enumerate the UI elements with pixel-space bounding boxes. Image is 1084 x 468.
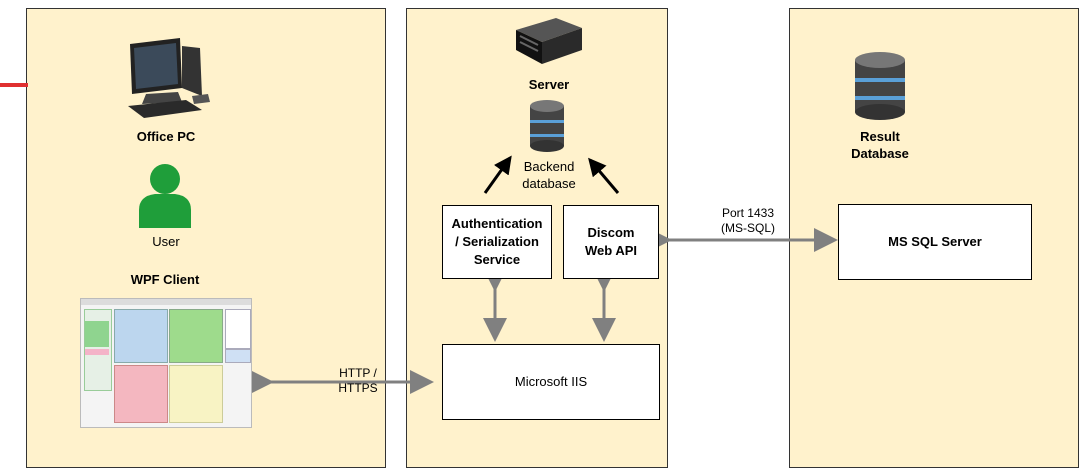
discom-api-box[interactable]: Discom Web API [563,205,659,279]
auth-service-label: Authentication / Serialization Service [451,216,543,267]
office-pc-label: Office PC [136,129,196,144]
auth-db-arrow [483,155,512,194]
result-db-label: Result Database [851,129,909,161]
http-label: HTTP / HTTPS [338,366,378,395]
database-icon [855,52,905,120]
backend-db-label: Backend database [522,159,576,191]
microsoft-iis-label: Microsoft IIS [514,374,588,389]
app-screenshot-thumbnail [80,298,252,428]
user-label: User [152,234,180,249]
discom-api-label: Discom Web API [584,225,637,258]
auth-service-box[interactable]: Authentication / Serialization Service [442,205,552,279]
user-icon [139,164,191,228]
database-icon [530,100,564,152]
server-icon [516,18,582,64]
server-label: Server [528,77,570,92]
desktop-pc-icon [128,38,210,118]
ms-sql-server-box[interactable]: MS SQL Server [838,204,1032,280]
ms-sql-server-label: MS SQL Server [888,234,982,249]
port-label: Port 1433 (MS-SQL) [721,206,775,235]
microsoft-iis-box[interactable]: Microsoft IIS [442,344,660,420]
wpf-client-label: WPF Client [130,272,200,287]
api-db-arrow [588,157,620,194]
